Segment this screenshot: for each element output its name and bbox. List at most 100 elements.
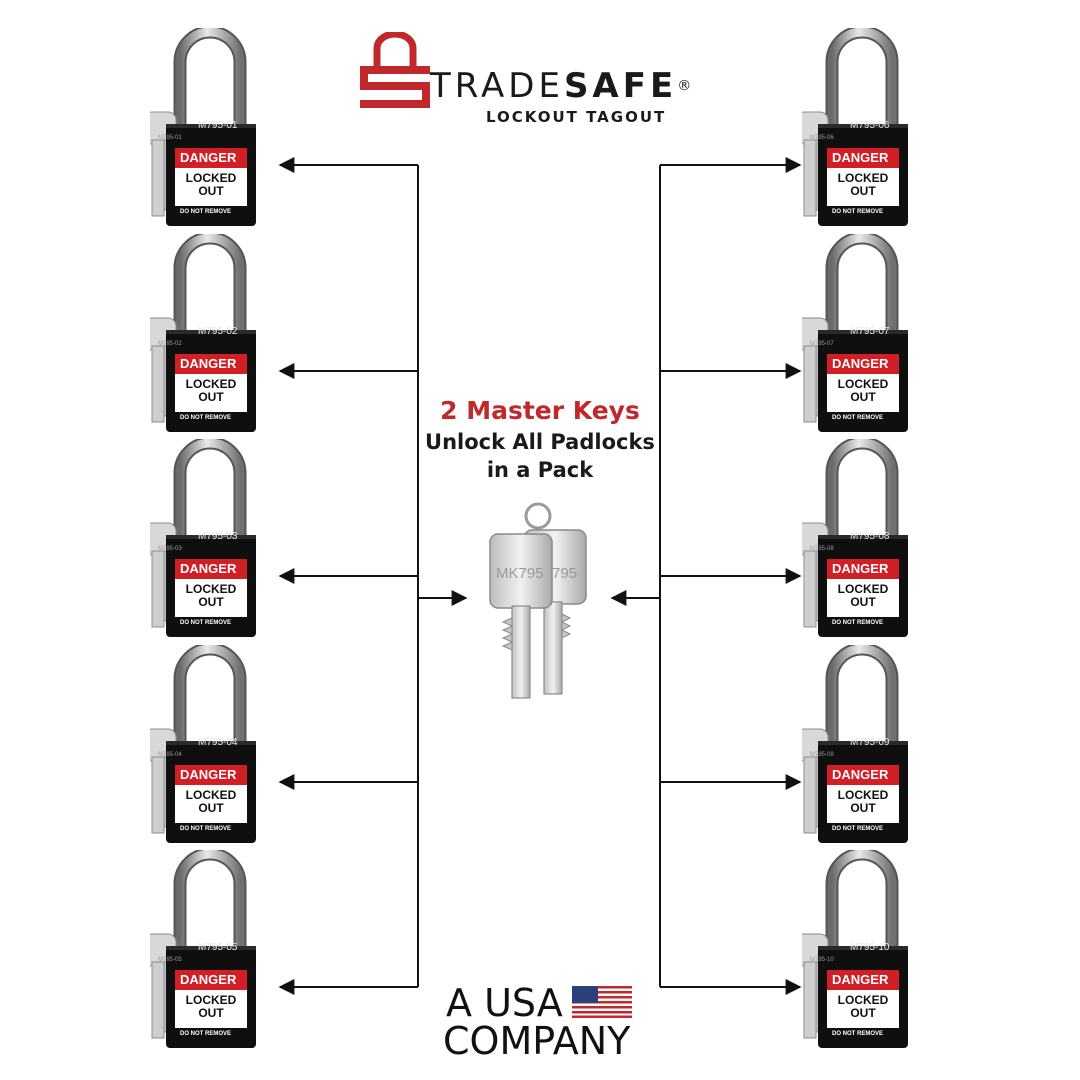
master-key-front (489, 533, 553, 699)
padlock-key-code: M795-10 (810, 957, 834, 963)
padlock-m795-06: M795-06 M795-06 DANGER LOCKED OUT DO NOT… (802, 28, 922, 228)
padlock-m795-04: M795-04 M795-04 DANGER LOCKED OUT DO NOT… (150, 645, 270, 845)
padlock-key-code: M795-05 (158, 957, 182, 963)
padlock-out-label: OUT (198, 390, 224, 404)
padlock-do-not-remove-label: DO NOT REMOVE (832, 209, 884, 215)
padlock-icon (150, 234, 256, 432)
padlock-do-not-remove-label: DO NOT REMOVE (180, 209, 232, 215)
padlock-code: M795-04 (198, 737, 238, 748)
padlock-do-not-remove-label: DO NOT REMOVE (832, 415, 884, 421)
master-keys-icon: MK795 795 (489, 502, 587, 699)
padlock-icon (802, 850, 908, 1048)
master-keys-caption-line1: Unlock All Padlocks (425, 430, 655, 454)
master-key-label-back: 795 (552, 565, 577, 582)
padlock-do-not-remove-label: DO NOT REMOVE (180, 415, 232, 421)
padlock-key-code: M795-09 (810, 752, 834, 758)
padlock-code: M795-07 (850, 326, 890, 337)
padlock-key-code: M795-04 (158, 752, 182, 758)
brand-name: TRADESAFE® (430, 66, 691, 106)
padlock-code: M795-06 (850, 120, 890, 131)
padlock-out-label: OUT (198, 801, 224, 815)
padlock-out-label: OUT (198, 1006, 224, 1020)
padlock-key-code: M795-03 (158, 546, 182, 552)
padlock-icon (802, 28, 908, 226)
padlock-m795-07: M795-07 M795-07 DANGER LOCKED OUT DO NOT… (802, 234, 922, 434)
master-key-label: MK795 (496, 565, 544, 582)
master-keys-caption-line2: in a Pack (486, 458, 594, 482)
padlock-out-label: OUT (850, 390, 876, 404)
padlock-key-code: M795-07 (810, 341, 834, 347)
left-connector (278, 157, 468, 995)
padlock-icon (150, 645, 256, 843)
padlock-do-not-remove-label: DO NOT REMOVE (180, 1031, 232, 1037)
padlock-key-code: M795-06 (810, 135, 834, 141)
padlock-code: M795-03 (198, 531, 238, 542)
padlock-m795-03: M795-03 M795-03 DANGER LOCKED OUT DO NOT… (150, 439, 270, 639)
padlock-danger-label: DANGER (180, 767, 237, 782)
padlock-danger-label: DANGER (180, 150, 237, 165)
padlock-danger-label: DANGER (180, 356, 237, 371)
padlock-danger-label: DANGER (832, 356, 889, 371)
padlock-locked-label: LOCKED (837, 993, 889, 1007)
padlock-out-label: OUT (198, 595, 224, 609)
tradesafe-logo-icon (360, 32, 430, 108)
padlock-key-code: M795-02 (158, 341, 182, 347)
padlock-code: M795-05 (198, 942, 238, 953)
padlock-locked-label: LOCKED (185, 377, 237, 391)
padlock-m795-08: M795-08 M795-08 DANGER LOCKED OUT DO NOT… (802, 439, 922, 639)
registered-mark: ® (677, 78, 692, 94)
padlock-danger-label: DANGER (180, 561, 237, 576)
brand-name-light: TRADE (430, 66, 564, 106)
padlock-code: M795-09 (850, 737, 890, 748)
padlock-danger-label: DANGER (832, 972, 889, 987)
footer-line1: A USA (446, 981, 563, 1025)
padlock-icon (150, 28, 256, 226)
padlock-danger-label: DANGER (832, 767, 889, 782)
padlock-out-label: OUT (850, 184, 876, 198)
us-flag-icon (572, 986, 632, 1018)
padlock-locked-label: LOCKED (185, 582, 237, 596)
padlock-icon (802, 439, 908, 637)
padlock-code: M795-08 (850, 531, 890, 542)
padlock-m795-01: M795-01 M795-01 DANGER LOCKED OUT DO NOT… (150, 28, 270, 228)
right-connector (610, 157, 802, 995)
padlock-locked-label: LOCKED (837, 582, 889, 596)
brand-subtitle: LOCKOUT TAGOUT (486, 108, 667, 126)
padlock-key-code: M795-08 (810, 546, 834, 552)
master-keys-heading: 2 Master Keys (440, 396, 640, 425)
padlock-m795-02: M795-02 M795-02 DANGER LOCKED OUT DO NOT… (150, 234, 270, 434)
padlock-icon (150, 850, 256, 1048)
padlock-m795-05: M795-05 M795-05 DANGER LOCKED OUT DO NOT… (150, 850, 270, 1050)
brand-name-bold: SAFE (563, 66, 678, 106)
padlock-danger-label: DANGER (832, 561, 889, 576)
padlock-locked-label: LOCKED (837, 788, 889, 802)
footer-line2: COMPANY (443, 1019, 631, 1063)
padlock-code: M795-10 (850, 942, 890, 953)
padlock-do-not-remove-label: DO NOT REMOVE (180, 620, 232, 626)
padlock-locked-label: LOCKED (185, 993, 237, 1007)
padlock-danger-label: DANGER (832, 150, 889, 165)
padlock-out-label: OUT (850, 1006, 876, 1020)
padlock-do-not-remove-label: DO NOT REMOVE (832, 620, 884, 626)
padlock-icon (802, 234, 908, 432)
padlock-m795-09: M795-09 M795-09 DANGER LOCKED OUT DO NOT… (802, 645, 922, 845)
padlock-locked-label: LOCKED (185, 171, 237, 185)
padlock-out-label: OUT (850, 595, 876, 609)
padlock-out-label: OUT (850, 801, 876, 815)
padlock-icon (802, 645, 908, 843)
padlock-locked-label: LOCKED (185, 788, 237, 802)
padlock-code: M795-02 (198, 326, 238, 337)
padlock-danger-label: DANGER (180, 972, 237, 987)
padlock-m795-10: M795-10 M795-10 DANGER LOCKED OUT DO NOT… (802, 850, 922, 1050)
padlock-locked-label: LOCKED (837, 377, 889, 391)
padlock-key-code: M795-01 (158, 135, 182, 141)
padlock-do-not-remove-label: DO NOT REMOVE (832, 826, 884, 832)
padlock-locked-label: LOCKED (837, 171, 889, 185)
padlock-icon (150, 439, 256, 637)
padlock-code: M795-01 (198, 120, 238, 131)
padlock-out-label: OUT (198, 184, 224, 198)
padlock-do-not-remove-label: DO NOT REMOVE (180, 826, 232, 832)
padlock-do-not-remove-label: DO NOT REMOVE (832, 1031, 884, 1037)
